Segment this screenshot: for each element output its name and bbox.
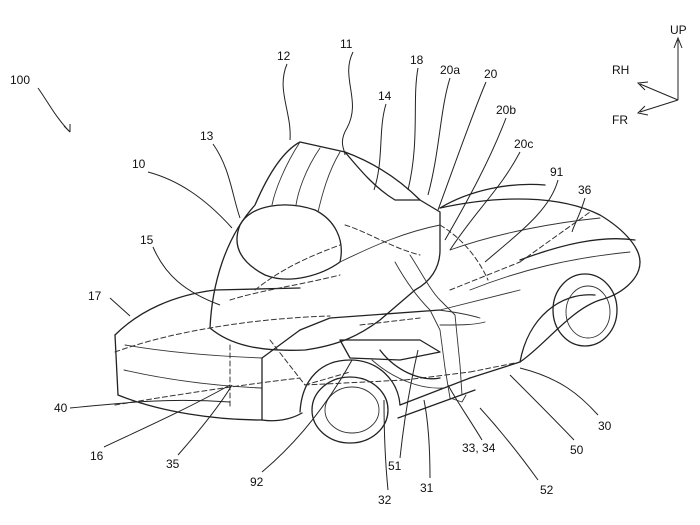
interior-dashed (114, 211, 591, 409)
ref-35: 35 (166, 457, 180, 471)
ref-50: 50 (570, 443, 584, 457)
ref-15: 15 (140, 233, 154, 247)
axis-rh-label: RH (612, 63, 629, 77)
ref-100: 100 (10, 73, 30, 87)
ref-40: 40 (54, 401, 68, 415)
canopy (209, 141, 489, 351)
leader-lines (37, 51, 599, 491)
ref-32: 32 (378, 493, 392, 507)
ref-52: 52 (540, 483, 554, 497)
ref-16: 16 (90, 449, 104, 463)
vehicle-body (114, 183, 641, 444)
ref-13: 13 (200, 129, 214, 143)
ref-14: 14 (378, 89, 392, 103)
ref-12: 12 (277, 49, 291, 63)
orientation-axes: UP RH FR (612, 23, 687, 127)
ref-10: 10 (132, 157, 146, 171)
axis-fr-label: FR (612, 113, 628, 127)
ref-33-34: 33, 34 (462, 441, 496, 455)
ref-20: 20 (484, 67, 498, 81)
reference-numerals: 100 11 12 13 10 14 18 20a 20 20b 20c 91 … (10, 37, 612, 507)
ref-20c: 20c (514, 137, 533, 151)
ref-91: 91 (550, 165, 564, 179)
ref-51: 51 (388, 459, 402, 473)
axis-up-label: UP (670, 23, 687, 37)
ref-30: 30 (598, 419, 612, 433)
ref-31: 31 (420, 481, 434, 495)
ref-36: 36 (578, 183, 592, 197)
ref-18: 18 (410, 53, 424, 67)
ref-92: 92 (250, 475, 264, 489)
ref-17: 17 (88, 289, 102, 303)
ref-11: 11 (340, 37, 353, 51)
ref-20b: 20b (496, 103, 516, 117)
ref-20a: 20a (440, 63, 460, 77)
